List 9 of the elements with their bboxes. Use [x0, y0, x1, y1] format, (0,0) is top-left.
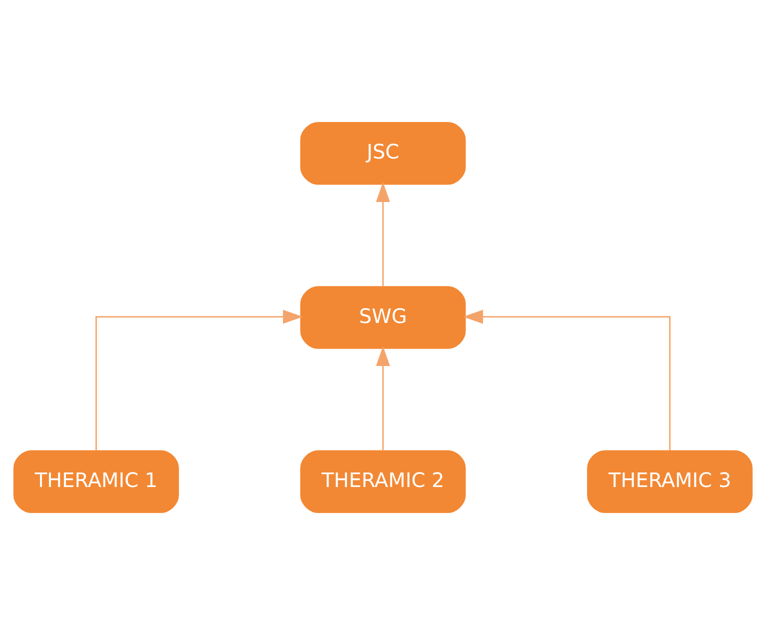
node-box: THERAMIC 3 — [587, 450, 753, 513]
node-box: THERAMIC 1 — [13, 450, 179, 513]
arrow — [463, 310, 671, 451]
arrow — [376, 346, 390, 451]
arrow — [95, 310, 303, 451]
node-box: JSC — [300, 122, 466, 185]
node-box: SWG — [300, 286, 466, 349]
arrow — [376, 182, 390, 287]
node-box: THERAMIC 2 — [300, 450, 466, 513]
